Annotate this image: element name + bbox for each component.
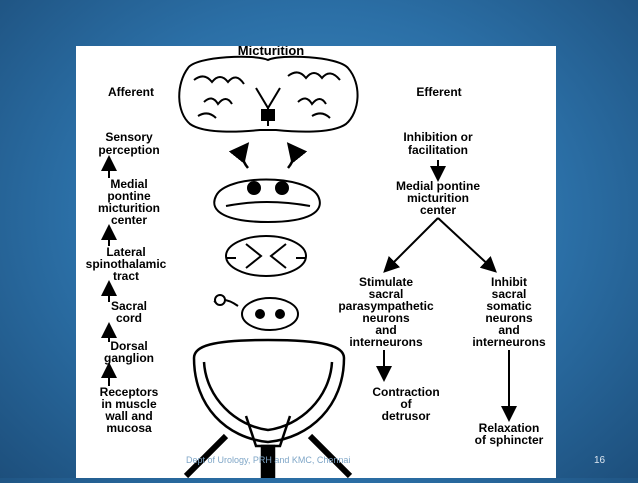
afferent-step-receptors: Receptors in muscle wall and mucosa bbox=[100, 385, 159, 435]
bladder-illustration bbox=[183, 338, 353, 480]
efferent-label-line: sacral bbox=[369, 287, 404, 301]
efferent-medial-pontine-center: Medial pontine micturition center bbox=[396, 179, 480, 217]
afferent-label-line: tract bbox=[113, 269, 139, 283]
afferent-label-line: Receptors bbox=[100, 385, 159, 399]
efferent-label-line: somatic bbox=[486, 299, 532, 313]
efferent-label-line: neurons bbox=[362, 311, 410, 325]
efferent-label-line: Contraction bbox=[372, 385, 439, 399]
efferent-header: Efferent bbox=[416, 85, 461, 99]
efferent-contraction-detrusor: Contraction of detrusor bbox=[372, 385, 439, 423]
efferent-inhibit-somatic: Inhibit sacral somatic neurons and inter… bbox=[472, 275, 546, 349]
afferent-label-line: in muscle bbox=[101, 397, 157, 411]
efferent-label-line: and bbox=[498, 323, 519, 337]
slide-panel: Micturition Afferent Efferent Sensory pe… bbox=[76, 43, 556, 480]
afferent-label-line: cord bbox=[116, 311, 142, 325]
efferent-label-line: and bbox=[375, 323, 396, 337]
afferent-step-medial-pontine: Medial pontine micturition center bbox=[98, 177, 160, 227]
efferent-arrow bbox=[383, 217, 439, 273]
efferent-label-line: Medial pontine bbox=[396, 179, 480, 193]
efferent-label-line: facilitation bbox=[408, 143, 468, 157]
efferent-label-line: interneurons bbox=[472, 335, 546, 349]
efferent-stimulate-parasympathetic: Stimulate sacral parasympathetic neurons… bbox=[338, 275, 434, 349]
efferent-label-line: detrusor bbox=[382, 409, 431, 423]
efferent-relaxation-sphincter: Relaxation of sphincter bbox=[475, 421, 544, 447]
afferent-label-line: micturition bbox=[98, 201, 160, 215]
efferent-label-line: micturition bbox=[407, 191, 469, 205]
afferent-label-line: Medial bbox=[110, 177, 147, 191]
afferent-label-line: ganglion bbox=[104, 351, 154, 365]
afferent-label-line: Lateral bbox=[106, 245, 145, 259]
efferent-inhibition-facilitation: Inhibition or facilitation bbox=[403, 130, 473, 157]
afferent-label-line: spinothalamic bbox=[86, 257, 167, 271]
afferent-label-line: pontine bbox=[107, 189, 151, 203]
efferent-label-line: parasympathetic bbox=[338, 299, 434, 313]
efferent-label-line: Stimulate bbox=[359, 275, 413, 289]
afferent-step-sacral-cord: Sacral cord bbox=[111, 299, 147, 325]
afferent-step-spinothalamic: Lateral spinothalamic tract bbox=[86, 245, 167, 283]
afferent-label-line: mucosa bbox=[106, 421, 152, 435]
efferent-label-line: center bbox=[420, 203, 456, 217]
efferent-label-line: of bbox=[400, 397, 412, 411]
efferent-label-line: Relaxation bbox=[479, 421, 540, 435]
efferent-label-line: neurons bbox=[485, 311, 533, 325]
afferent-step-sensory-perception: Sensory perception bbox=[98, 130, 159, 157]
efferent-label-line: sacral bbox=[492, 287, 527, 301]
afferent-header: Afferent bbox=[108, 85, 154, 99]
sacral-cord-section-illustration bbox=[213, 294, 299, 331]
afferent-label-line: Dorsal bbox=[110, 339, 147, 353]
afferent-label-line: perception bbox=[98, 143, 159, 157]
afferent-label-line: Sacral bbox=[111, 299, 147, 313]
efferent-label-line: Inhibit bbox=[491, 275, 527, 289]
afferent-label-line: center bbox=[111, 213, 147, 227]
afferent-label-line: wall and bbox=[104, 409, 152, 423]
efferent-arrow bbox=[437, 217, 497, 273]
footer-credit: Dept of Urology, PRH and KMC, Chennai bbox=[186, 455, 351, 465]
afferent-step-dorsal-ganglion: Dorsal ganglion bbox=[104, 339, 154, 365]
curved-arrows-icon bbox=[228, 142, 308, 169]
spinal-cord-section-illustration bbox=[225, 235, 307, 277]
efferent-label-line: Inhibition or bbox=[403, 130, 473, 144]
efferent-label-line: of sphincter bbox=[475, 433, 544, 447]
page-number: 16 bbox=[594, 455, 606, 466]
brain-illustration bbox=[178, 55, 359, 133]
diagram-title: Micturition bbox=[238, 46, 304, 58]
pons-illustration bbox=[213, 178, 321, 224]
micturition-diagram: Micturition Afferent Efferent Sensory pe… bbox=[86, 43, 546, 480]
afferent-label-line: Sensory bbox=[105, 130, 153, 144]
efferent-label-line: interneurons bbox=[349, 335, 423, 349]
